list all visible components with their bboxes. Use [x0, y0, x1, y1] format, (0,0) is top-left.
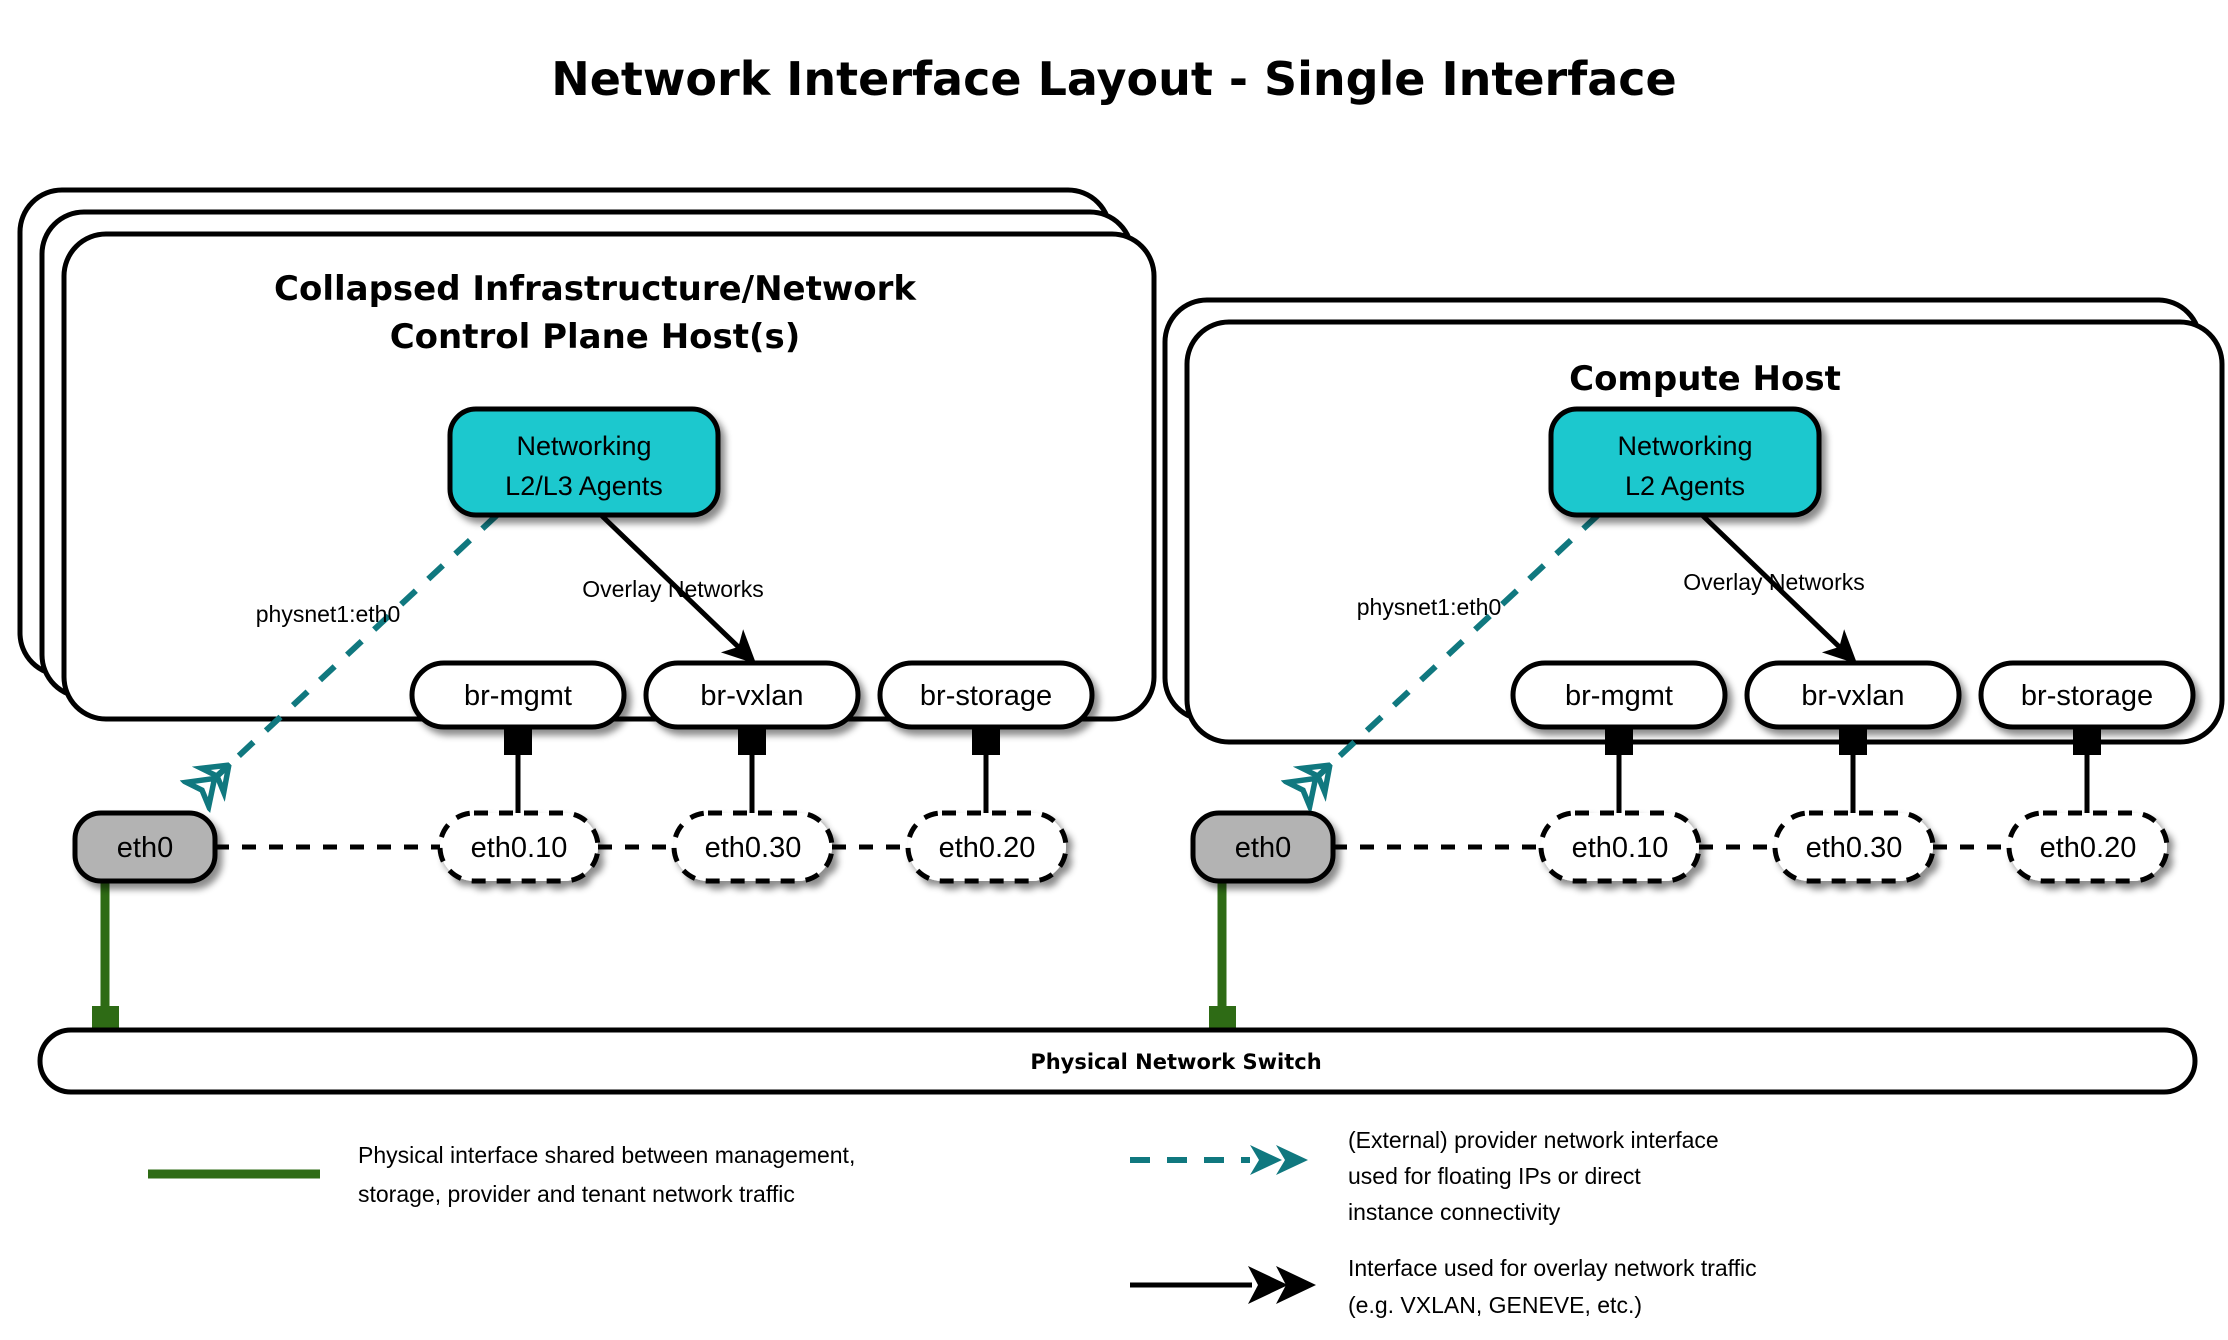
- legend-text-line2: used for floating IPs or direct: [1348, 1163, 1641, 1189]
- vlan-label: eth0.30: [1806, 832, 1903, 864]
- vlan-eth0-20-control-plane[interactable]: eth0.20: [905, 810, 1069, 884]
- vlan-box[interactable]: [2006, 810, 2170, 884]
- provider-link-label-control-plane: physnet1:eth0: [256, 601, 401, 627]
- bridge-label: br-mgmt: [1565, 680, 1673, 712]
- vlan-eth0-10-compute[interactable]: eth0.10: [1538, 810, 1702, 884]
- bridge-box[interactable]: [409, 660, 627, 730]
- vlan-label: eth0.20: [939, 832, 1036, 864]
- bridge-br-mgmt-control-plane[interactable]: br-mgmt: [409, 660, 627, 730]
- nic-label: eth0: [117, 832, 173, 864]
- overlay-link-label-compute: Overlay Networks: [1683, 569, 1864, 595]
- provider-network-link-compute: [1301, 512, 1601, 792]
- port-br-mgmt: [1605, 727, 1633, 755]
- vlan-box[interactable]: [1538, 810, 1702, 884]
- legend-text-line1: (External) provider network interface: [1348, 1127, 1719, 1153]
- bridge-br-storage-control-plane[interactable]: br-storage: [877, 660, 1095, 730]
- switch-bar[interactable]: [37, 1027, 2198, 1095]
- vlan-eth0-10-control-plane[interactable]: eth0.10: [437, 810, 601, 884]
- legend-text-line1: Physical interface shared between manage…: [358, 1142, 855, 1168]
- bridge-label: br-vxlan: [1801, 680, 1904, 712]
- legend-text-line2: (e.g. VXLAN, GENEVE, etc.): [1348, 1292, 1642, 1318]
- vlan-box[interactable]: [437, 810, 601, 884]
- physical-network-switch[interactable]: Physical Network Switch: [37, 1027, 2198, 1095]
- bridge-box[interactable]: [643, 660, 861, 730]
- agents-label-line2: L2 Agents: [1625, 471, 1745, 501]
- legend-arrow-teal-head1-icon: [1250, 1145, 1282, 1175]
- vlan-box[interactable]: [905, 810, 1069, 884]
- agents-label-line2: L2/L3 Agents: [505, 471, 663, 501]
- agents-label-line1: Networking: [516, 431, 651, 461]
- host-title-line1: Compute Host: [1569, 359, 1841, 399]
- bridge-br-vxlan-control-plane[interactable]: br-vxlan: [643, 660, 861, 730]
- host-stack-layer-1: [1184, 319, 2225, 745]
- bridge-box[interactable]: [1978, 660, 2196, 730]
- legend-item-provider-interface: (External) provider network interface us…: [1130, 1127, 1719, 1225]
- nic-eth0-compute[interactable]: eth0: [1190, 810, 1336, 884]
- vlan-eth0-30-compute[interactable]: eth0.30: [1772, 810, 1936, 884]
- vlan-label: eth0.10: [1572, 832, 1669, 864]
- legend-text-line1: Interface used for overlay network traff…: [1348, 1255, 1757, 1281]
- overlay-network-link-compute: [1700, 513, 1858, 665]
- agents-box[interactable]: [447, 406, 721, 518]
- nic-label: eth0: [1235, 832, 1291, 864]
- port-br-vxlan: [738, 727, 766, 755]
- legend-text-line2: storage, provider and tenant network tra…: [358, 1181, 795, 1207]
- vlan-label: eth0.30: [705, 832, 802, 864]
- vlan-box[interactable]: [671, 810, 835, 884]
- nic-eth0-control-plane[interactable]: eth0: [72, 810, 218, 884]
- legend-arrow-black-head1-icon: [1248, 1266, 1288, 1304]
- provider-link-label-compute: physnet1:eth0: [1357, 594, 1502, 620]
- bridge-box[interactable]: [877, 660, 1095, 730]
- bridge-box[interactable]: [1744, 660, 1962, 730]
- port-br-mgmt: [504, 727, 532, 755]
- switch-label: Physical Network Switch: [1030, 1050, 1321, 1074]
- networking-agents-control-plane[interactable]: Networking L2/L3 Agents: [447, 406, 721, 518]
- bridge-label: br-storage: [920, 680, 1052, 712]
- host-title-line2: Control Plane Host(s): [390, 317, 801, 357]
- host-title-line1: Collapsed Infrastructure/Network: [274, 269, 917, 309]
- vlan-eth0-30-control-plane[interactable]: eth0.30: [671, 810, 835, 884]
- page-title: Network Interface Layout - Single Interf…: [551, 52, 1677, 106]
- bridge-box[interactable]: [1510, 660, 1728, 730]
- agents-box[interactable]: [1548, 406, 1822, 518]
- bridge-label: br-storage: [2021, 680, 2153, 712]
- port-br-vxlan: [1839, 727, 1867, 755]
- bridge-br-storage-compute[interactable]: br-storage: [1978, 660, 2196, 730]
- legend-arrow-black-head2-icon: [1276, 1266, 1316, 1304]
- overlay-link-label-control-plane: Overlay Networks: [582, 576, 763, 602]
- port-br-storage: [972, 727, 1000, 755]
- bridge-br-vxlan-compute[interactable]: br-vxlan: [1744, 660, 1962, 730]
- bridge-label: br-mgmt: [464, 680, 572, 712]
- compute-bridge-stems: [1605, 727, 2101, 820]
- legend-arrow-teal-head2-icon: [1276, 1145, 1308, 1175]
- control-plane-bridge-stems: [504, 727, 1000, 820]
- vlan-label: eth0.20: [2040, 832, 2137, 864]
- overlay-network-link-control-plane: [599, 513, 757, 665]
- port-br-storage: [2073, 727, 2101, 755]
- vlan-eth0-20-compute[interactable]: eth0.20: [2006, 810, 2170, 884]
- networking-agents-compute[interactable]: Networking L2 Agents: [1548, 406, 1822, 518]
- bridge-br-mgmt-compute[interactable]: br-mgmt: [1510, 660, 1728, 730]
- legend-item-physical-interface: Physical interface shared between manage…: [148, 1142, 855, 1207]
- legend-text-line3: instance connectivity: [1348, 1199, 1561, 1225]
- legend: Physical interface shared between manage…: [148, 1127, 1757, 1318]
- agents-label-line1: Networking: [1617, 431, 1752, 461]
- nic-box[interactable]: [1190, 810, 1336, 884]
- bridge-label: br-vxlan: [700, 680, 803, 712]
- nic-box[interactable]: [72, 810, 218, 884]
- vlan-label: eth0.10: [471, 832, 568, 864]
- provider-network-link-control-plane: [200, 512, 500, 792]
- legend-item-overlay-interface: Interface used for overlay network traff…: [1130, 1255, 1757, 1318]
- vlan-box[interactable]: [1772, 810, 1936, 884]
